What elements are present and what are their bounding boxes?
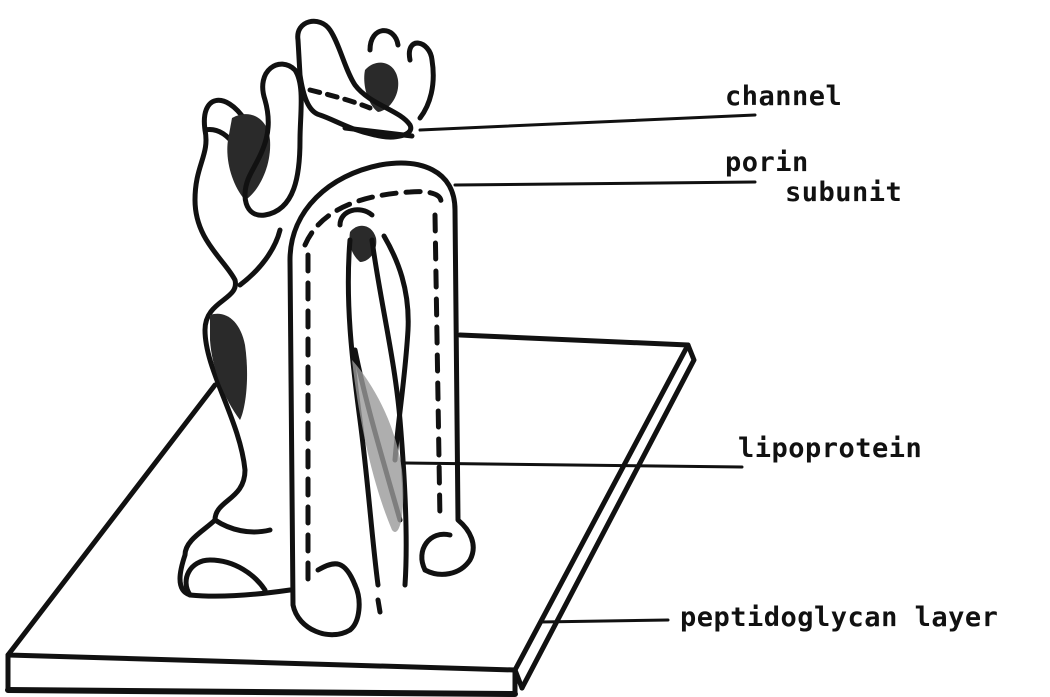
label-porin-line2: subunit [725,178,902,208]
label-porin-subunit: porin subunit [725,148,902,208]
peptidoglycan-layer [8,335,694,694]
label-lipoprotein: lipoprotein [738,434,922,464]
label-channel: channel [725,82,842,112]
porin-leader [455,182,755,185]
porin-top-lobes [245,21,433,215]
label-porin-line1: porin [725,147,809,178]
peptidoglycan-leader [540,620,668,622]
porin-base [186,534,450,612]
channel-leader [420,115,755,130]
label-peptidoglycan-layer: peptidoglycan layer [680,603,998,633]
porin-front-column [290,163,473,635]
